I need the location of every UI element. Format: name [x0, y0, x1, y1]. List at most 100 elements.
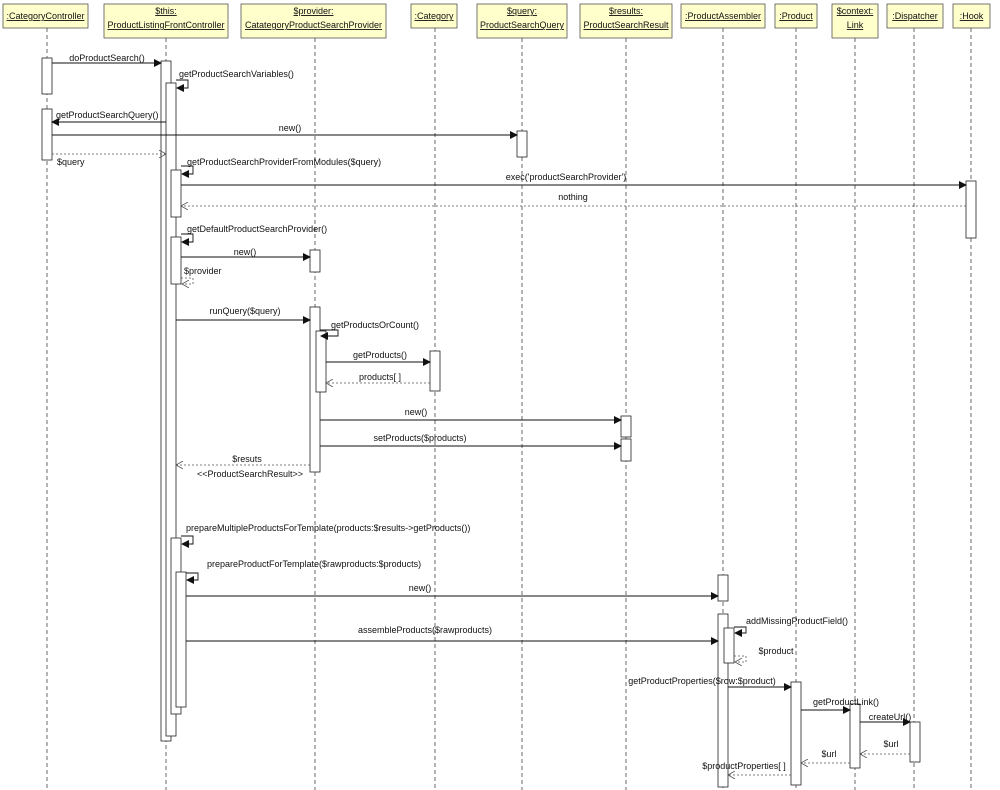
message-m14: getProducts()	[326, 350, 431, 366]
activation-bar	[849, 703, 861, 769]
message-m17: setProducts($products)	[320, 433, 622, 450]
message-m22: assembleProducts($rawproducts)	[186, 625, 719, 645]
participant-box-prod[interactable]	[774, 3, 818, 29]
participant-label-link: $context:	[837, 6, 874, 16]
message-label: products[ ]	[359, 372, 401, 382]
message-label: getDefaultProductSearchProvider()	[187, 224, 327, 234]
self-call-arrow	[734, 626, 747, 637]
activation-bar	[170, 236, 182, 285]
message-m27: createUrl()	[860, 712, 912, 726]
participant-label-psq: $query:	[507, 6, 537, 16]
message-label: getProductProperties($row:$product)	[628, 676, 776, 686]
participant-label-cc: :CategoryController	[6, 11, 84, 21]
message-label: $provider	[184, 266, 222, 276]
participant-label-hook: :Hook	[960, 11, 984, 21]
message-label: runQuery($query)	[209, 306, 280, 316]
activation-bar	[790, 681, 802, 786]
activation-bar	[516, 130, 528, 158]
message-m4: new()	[52, 123, 518, 139]
message-label: <<ProductSearchResult>>	[197, 469, 303, 479]
message-label: $product	[758, 646, 794, 656]
message-label: getProducts()	[353, 350, 407, 360]
message-m19: prepareMultipleProductsForTemplate(produ…	[181, 523, 470, 548]
activation-bar	[309, 249, 321, 273]
activation-bar	[717, 613, 729, 788]
participant-box-psr[interactable]	[579, 3, 673, 39]
message-label: prepareMultipleProductsForTemplate(produ…	[186, 523, 470, 533]
message-m25: getProductProperties($row:$product)	[628, 676, 792, 691]
participant-box-cc[interactable]	[2, 3, 89, 29]
message-label: $url	[821, 749, 836, 759]
activation-bar	[965, 180, 977, 239]
message-label: new()	[405, 407, 428, 417]
message-label: new()	[234, 247, 257, 257]
message-m24: $product	[734, 646, 794, 662]
message-m21: new()	[186, 583, 719, 600]
message-m6: getProductSearchProviderFromModules($que…	[181, 157, 381, 178]
participant-label-psq: ProductSearchQuery	[480, 20, 565, 30]
message-label: getProductSearchVariables()	[179, 69, 294, 79]
message-label: new()	[409, 583, 432, 593]
message-label: createUrl()	[869, 712, 912, 722]
activation-bar	[315, 330, 327, 393]
message-m12: runQuery($query)	[176, 306, 311, 324]
self-call-arrow	[176, 79, 189, 92]
activation-bar	[429, 350, 441, 392]
message-label: doProductSearch()	[69, 53, 145, 63]
message-label: getProductsOrCount()	[331, 320, 419, 330]
participant-box-disp[interactable]	[886, 3, 944, 29]
self-call-arrow	[181, 233, 194, 246]
participant-label-plf: ProductListingFrontController	[107, 20, 224, 30]
participant-label-psr: ProductSearchResult	[583, 20, 669, 30]
participant-label-plf: $this:	[155, 6, 177, 16]
participant-box-psq[interactable]	[476, 3, 568, 39]
message-m2: getProductSearchVariables()	[176, 69, 294, 92]
participant-label-prod: :Product	[779, 11, 813, 21]
message-label: getProductSearchQuery()	[56, 110, 159, 120]
message-m7: exec('productSearchProvider')	[181, 172, 967, 189]
activation-bar	[620, 415, 632, 438]
activation-bar	[41, 57, 53, 95]
participant-box-prov[interactable]	[240, 3, 387, 39]
message-label: nothing	[558, 192, 588, 202]
message-m15: products[ ]	[326, 372, 430, 383]
message-label: getProductLink()	[813, 697, 879, 707]
message-m26: getProductLink()	[801, 697, 879, 714]
message-label: addMissingProductField()	[746, 616, 848, 626]
self-return-arrow	[181, 277, 194, 284]
message-m13: getProductsOrCount()	[320, 320, 419, 340]
message-m10: new()	[181, 247, 311, 261]
activation-bar	[165, 82, 177, 737]
message-label: assembleProducts($rawproducts)	[358, 625, 492, 635]
message-label: exec('productSearchProvider')	[506, 172, 627, 182]
message-m5: $query	[52, 154, 166, 167]
activation-bar	[41, 108, 53, 161]
message-label: setProducts($products)	[373, 433, 466, 443]
message-label: $query	[57, 157, 85, 167]
message-m23: addMissingProductField()	[734, 616, 848, 637]
activation-bar	[620, 438, 632, 462]
activation-bar	[723, 627, 735, 664]
message-label: $url	[883, 739, 898, 749]
self-call-arrow	[320, 329, 339, 340]
message-m28: $url	[860, 739, 910, 754]
activation-bar	[175, 571, 187, 708]
message-m16: new()	[320, 407, 622, 424]
participant-box-hook[interactable]	[952, 3, 991, 29]
message-m1: doProductSearch()	[52, 53, 162, 67]
participant-label-cat: :Category	[414, 11, 454, 21]
activation-bar	[909, 721, 921, 763]
message-label: $resuts	[232, 454, 262, 464]
participant-box-link[interactable]	[831, 3, 879, 39]
participant-box-cat[interactable]	[410, 3, 458, 29]
participant-label-disp: :Dispatcher	[892, 11, 938, 21]
participant-box-pa[interactable]	[680, 3, 766, 29]
message-m8: nothing	[181, 192, 966, 206]
participant-label-psr: $results:	[609, 6, 643, 16]
participant-box-plf[interactable]	[103, 3, 229, 39]
message-label: prepareProductForTemplate($rawproducts:$…	[207, 559, 421, 569]
self-return-arrow	[734, 655, 747, 662]
message-label: getProductSearchProviderFromModules($que…	[187, 157, 381, 167]
message-label: new()	[279, 123, 302, 133]
